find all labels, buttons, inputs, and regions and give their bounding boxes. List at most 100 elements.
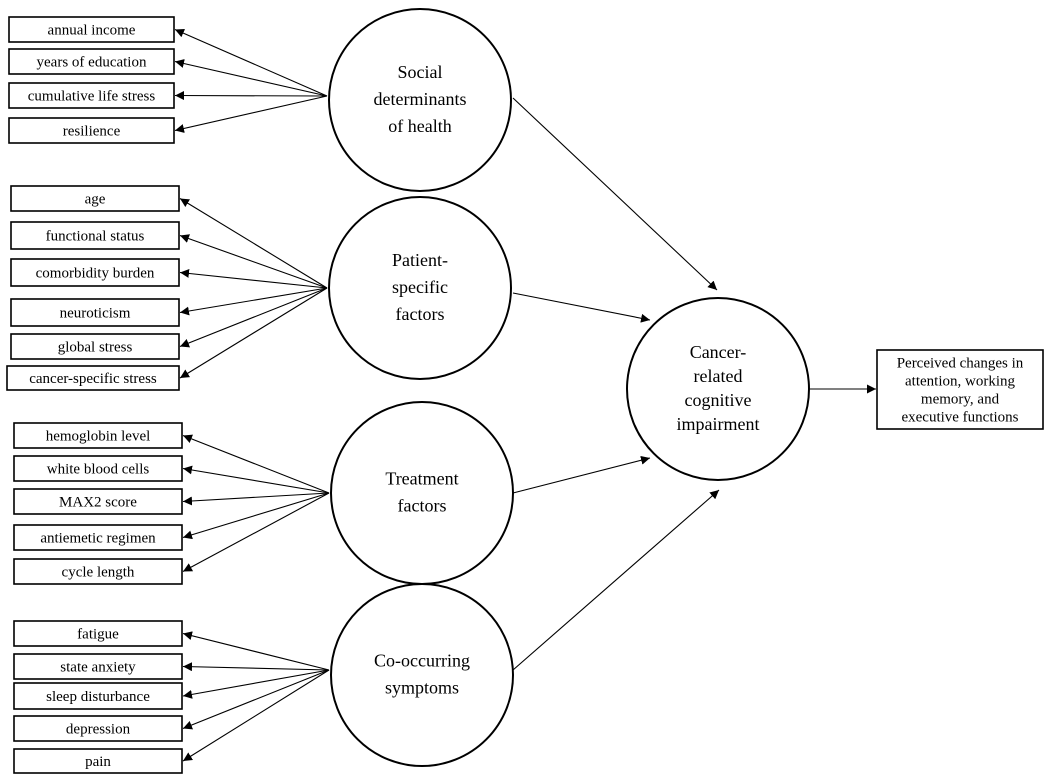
construct-label-line: factors <box>398 496 447 516</box>
indicator-box-cumulative-life-stress: cumulative life stress <box>8 82 175 109</box>
indicator-label: MAX2 score <box>59 495 137 511</box>
indicator-box-frame <box>8 48 175 75</box>
indicator-label: fatigue <box>77 627 119 643</box>
indicator-label: cycle length <box>62 565 135 581</box>
outcome-label-line: attention, working <box>905 374 1015 390</box>
arrow-symptoms-to-sleep-disturbance <box>182 669 330 699</box>
arrow-symptoms-to-depression <box>182 669 330 730</box>
indicator-label: age <box>85 192 106 208</box>
indicator-box-pain: pain <box>13 748 183 774</box>
indicator-label: cumulative life stress <box>28 89 156 105</box>
outcome-label-line: executive functions <box>901 410 1018 426</box>
construct-label-line: specific <box>392 277 448 297</box>
arrow-social-to-resilience <box>174 95 328 133</box>
indicator-box-depression: depression <box>13 715 183 742</box>
arrows-layer <box>174 28 876 762</box>
arrow-patient-to-central <box>512 292 651 323</box>
indicator-label: comorbidity burden <box>36 266 155 282</box>
arrow-social-to-annual-income <box>174 28 328 97</box>
arrow-social-to-central <box>512 97 718 291</box>
construct-label-line: symptoms <box>385 678 459 698</box>
construct-circle <box>328 8 512 192</box>
indicator-box-years-of-education: years of education <box>8 48 175 75</box>
indicator-box-frame <box>13 682 183 710</box>
construct-label: Treatment factors <box>385 469 458 516</box>
central-label-line: impairment <box>677 414 760 434</box>
outcome-label-line: Perceived changes in <box>897 356 1024 372</box>
arrow-treatment-to-max2-score <box>182 492 330 506</box>
indicator-box-frame <box>13 748 183 774</box>
arrow-treatment-to-cycle-length <box>182 492 330 572</box>
indicator-box-frame <box>6 365 180 391</box>
indicator-label: neuroticism <box>60 306 131 322</box>
arrow-symptoms-to-state-anxiety <box>182 662 330 672</box>
indicator-box-frame <box>8 16 175 43</box>
indicator-box-antiemetic-regimen: antiemetic regimen <box>13 524 183 551</box>
indicator-box-hemoglobin-level: hemoglobin level <box>13 422 183 449</box>
arrow-social-to-cumulative-life-stress <box>174 91 328 101</box>
construct-label-line: Treatment <box>385 469 458 489</box>
indicator-label: resilience <box>63 124 121 140</box>
central-label-line: cognitive <box>685 390 752 410</box>
indicator-box-cancer-specific-stress: cancer-specific stress <box>6 365 180 391</box>
indicator-label: years of education <box>37 55 147 71</box>
outcome-label: Perceived changes in attention, working me… <box>897 356 1024 426</box>
indicator-box-max2-score: MAX2 score <box>13 488 183 515</box>
indicator-label: white blood cells <box>47 462 150 478</box>
indicator-box-frame <box>8 82 175 109</box>
construct-treatment: Treatment factors <box>330 401 514 585</box>
indicator-box-frame <box>10 333 180 360</box>
indicator-box-sleep-disturbance: sleep disturbance <box>13 682 183 710</box>
indicator-box-frame <box>13 488 183 515</box>
indicator-label: antiemetic regimen <box>40 531 156 547</box>
indicator-box-frame <box>13 715 183 742</box>
indicator-box-frame <box>13 558 183 585</box>
arrow-patient-to-functional-status <box>179 234 328 289</box>
nodes-layer: annual income years of education cumulativ… <box>6 8 1044 774</box>
arrow-treatment-to-antiemetic-regimen <box>182 492 330 540</box>
indicator-box-frame <box>10 185 180 212</box>
indicator-box-frame <box>8 117 175 144</box>
indicator-box-age: age <box>10 185 180 212</box>
arrow-treatment-to-central <box>512 455 651 494</box>
indicator-label: pain <box>85 754 111 770</box>
indicator-box-state-anxiety: state anxiety <box>13 653 183 680</box>
indicator-box-frame <box>13 653 183 680</box>
central-label-line: related <box>694 366 743 386</box>
indicator-label: global stress <box>58 340 133 356</box>
indicator-box-white-blood-cells: white blood cells <box>13 455 183 482</box>
outcome-label-line: memory, and <box>921 392 1000 408</box>
indicator-box-comorbidity-burden: comorbidity burden <box>10 258 180 287</box>
indicator-box-functional-status: functional status <box>10 221 180 250</box>
arrow-patient-to-age <box>179 198 328 289</box>
indicator-label: depression <box>66 722 131 738</box>
arrow-symptoms-to-pain <box>182 669 330 762</box>
indicator-box-frame <box>10 221 180 250</box>
indicator-box-neuroticism: neuroticism <box>10 298 180 327</box>
indicator-box-frame <box>10 258 180 287</box>
indicator-box-frame <box>10 298 180 327</box>
arrow-treatment-to-hemoglobin-level <box>182 434 330 494</box>
arrow-patient-to-neuroticism <box>179 287 328 316</box>
construct-label-line: factors <box>396 304 445 324</box>
arrow-patient-to-global-stress <box>179 287 328 348</box>
arrow-social-to-years-of-education <box>174 59 328 97</box>
construct-circle <box>328 196 512 380</box>
indicator-label: state anxiety <box>60 660 136 676</box>
outcome-box: Perceived changes in attention, working me… <box>876 349 1044 430</box>
indicator-box-fatigue: fatigue <box>13 620 183 647</box>
outcome-box-frame <box>876 349 1044 430</box>
indicator-box-global-stress: global stress <box>10 333 180 360</box>
indicator-box-frame <box>13 422 183 449</box>
construct-circle <box>330 401 514 585</box>
construct-circle <box>330 583 514 767</box>
indicator-label: annual income <box>48 23 136 39</box>
indicator-label: sleep disturbance <box>46 689 150 705</box>
